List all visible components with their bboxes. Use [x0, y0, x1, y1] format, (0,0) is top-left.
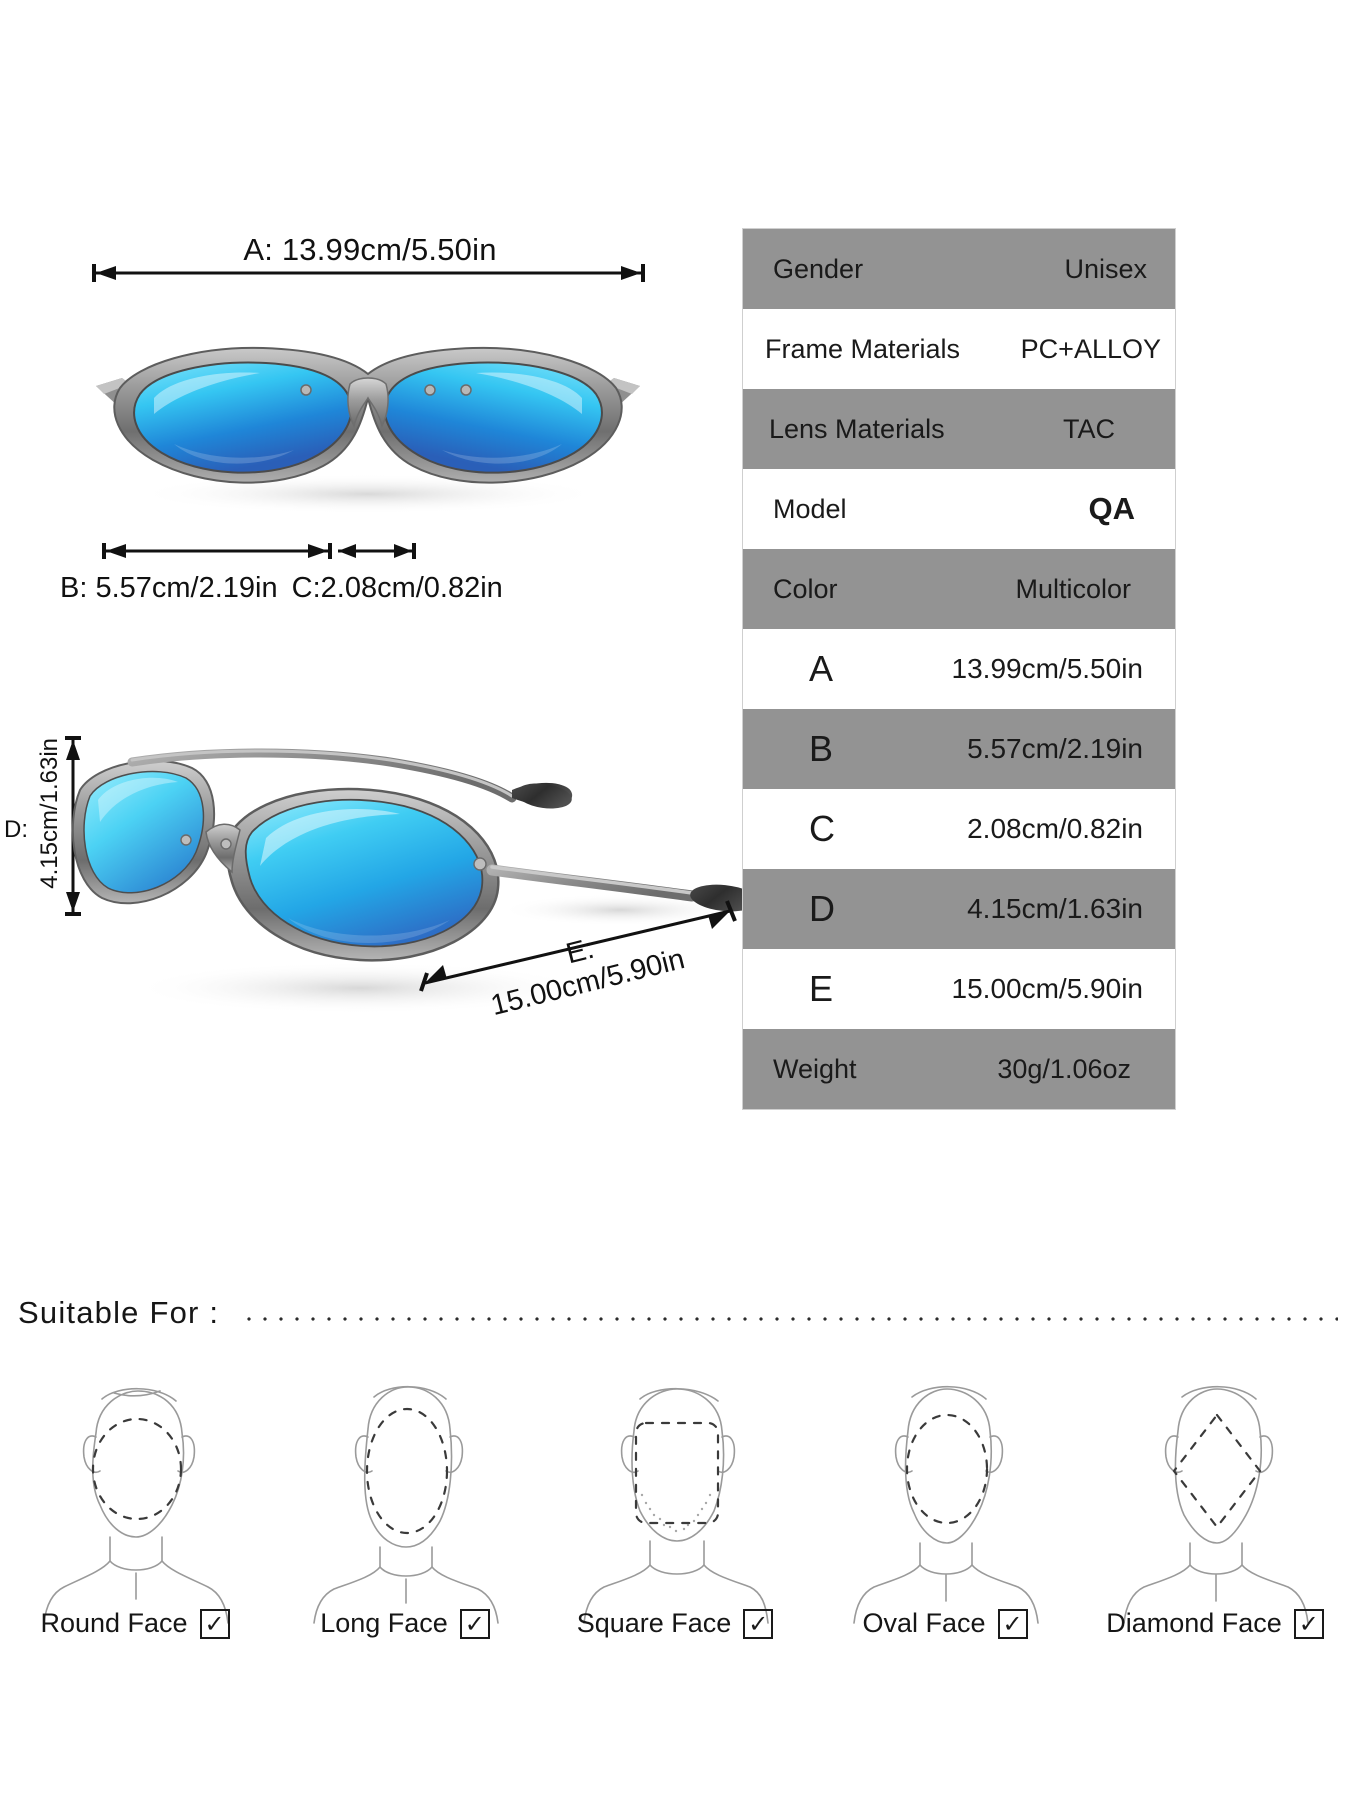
spec-key: C: [809, 808, 835, 849]
spec-key: E: [809, 968, 834, 1009]
checkbox-square-face[interactable]: ✓: [743, 1608, 774, 1639]
table-row: Color Multicolor: [743, 549, 1175, 629]
face-shape-illustrations: [0, 1355, 1350, 1625]
table-row: E 15.00cm/5.90in: [743, 949, 1175, 1029]
suitable-for-section: Suitable For :: [0, 1130, 1350, 1800]
spec-value: Unisex: [1064, 253, 1147, 284]
table-row: C 2.08cm/0.82in: [743, 789, 1175, 869]
product-dimensions-section: A: 13.99cm/5.50in: [0, 0, 1176, 1130]
face-label: Oval Face: [862, 1608, 986, 1638]
spec-value: 30g/1.06oz: [997, 1053, 1131, 1084]
spec-value: 15.00cm/5.90in: [951, 973, 1143, 1004]
face-illustration-square: [540, 1355, 810, 1625]
dimension-arrow-e: [419, 900, 737, 992]
suitable-for-title: Suitable For :: [18, 1295, 220, 1330]
face-option-diamond[interactable]: Diamond Face ✓: [1080, 1608, 1350, 1639]
table-row: Lens Materials TAC: [743, 389, 1175, 469]
spec-key: Color: [773, 573, 838, 604]
oval-face-sketch: [853, 1385, 1039, 1624]
table-row: B 5.57cm/2.19in: [743, 709, 1175, 789]
spec-key: A: [809, 648, 834, 689]
dotted-divider: [241, 1316, 1338, 1322]
spec-value: 5.57cm/2.19in: [967, 733, 1143, 764]
spec-key: B: [809, 728, 834, 769]
spec-value: 4.15cm/1.63in: [967, 893, 1143, 924]
dimension-label-c: C:2.08cm/0.82in: [291, 572, 503, 604]
dimension-label-d-prefix: D:: [4, 816, 28, 843]
table-row: A 13.99cm/5.50in: [743, 629, 1175, 709]
table-row: Gender Unisex: [743, 229, 1175, 309]
spec-value: TAC: [1063, 413, 1115, 444]
table-row: D 4.15cm/1.63in: [743, 869, 1175, 949]
spec-value: PC+ALLOY: [1020, 333, 1161, 364]
spec-value: 2.08cm/0.82in: [967, 813, 1143, 844]
round-face-sketch: [43, 1387, 229, 1624]
face-illustration-round: [0, 1355, 270, 1625]
face-illustration-oval: [810, 1355, 1080, 1625]
face-label: Diamond Face: [1106, 1608, 1282, 1638]
checkbox-long-face[interactable]: ✓: [459, 1608, 490, 1639]
spec-value: 13.99cm/5.50in: [951, 653, 1143, 684]
dimension-label-a: A: 13.99cm/5.50in: [243, 232, 497, 267]
checkbox-diamond-face[interactable]: ✓: [1293, 1608, 1324, 1639]
dimension-arrow-a: [92, 264, 645, 282]
face-illustration-diamond: [1080, 1355, 1350, 1625]
table-row: Frame Materials PC+ALLOY: [743, 309, 1175, 389]
suitable-for-header: Suitable For :: [18, 1295, 1338, 1331]
sunglasses-angled-view-image: [71, 748, 758, 1014]
spec-key: Frame Materials: [765, 333, 961, 364]
product-images-column: A: 13.99cm/5.50in: [0, 0, 758, 1130]
table-row: Model QA: [743, 469, 1175, 549]
spec-key: Weight: [773, 1053, 857, 1084]
face-option-round[interactable]: Round Face ✓: [0, 1608, 270, 1639]
face-label: Square Face: [576, 1608, 732, 1638]
face-option-long[interactable]: Long Face ✓: [270, 1608, 540, 1639]
square-face-sketch: [583, 1387, 769, 1624]
dimension-label-d-group: D: 4.15cm/1.63in: [0, 730, 75, 930]
face-illustration-long: [270, 1355, 540, 1625]
face-shape-labels-row: Round Face ✓ Long Face ✓ Square Face ✓ O…: [0, 1608, 1350, 1639]
face-option-oval[interactable]: Oval Face ✓: [810, 1608, 1080, 1639]
spec-key: Lens Materials: [769, 413, 945, 444]
table-row: Weight 30g/1.06oz: [743, 1029, 1175, 1109]
face-label: Long Face: [320, 1608, 448, 1638]
dimension-label-bc: B: 5.57cm/2.19in C:2.08cm/0.82in: [60, 572, 620, 605]
dimension-label-b: B: 5.57cm/2.19in: [60, 572, 278, 604]
specification-table: Gender Unisex Frame Materials PC+ALLOY L…: [742, 228, 1176, 1110]
spec-key: Gender: [773, 253, 864, 284]
spec-value: Multicolor: [1015, 573, 1131, 604]
checkbox-oval-face[interactable]: ✓: [997, 1608, 1028, 1639]
long-face-sketch: [313, 1385, 499, 1624]
sunglasses-front-view-image: [96, 346, 640, 514]
spec-key: Model: [773, 493, 847, 524]
dimension-arrow-bc: [102, 543, 416, 559]
diamond-face-sketch: [1123, 1385, 1309, 1624]
face-label: Round Face: [40, 1608, 188, 1638]
checkbox-round-face[interactable]: ✓: [199, 1608, 230, 1639]
spec-key: D: [809, 888, 835, 929]
face-option-square[interactable]: Square Face ✓: [540, 1608, 810, 1639]
spec-value: QA: [1088, 491, 1136, 526]
